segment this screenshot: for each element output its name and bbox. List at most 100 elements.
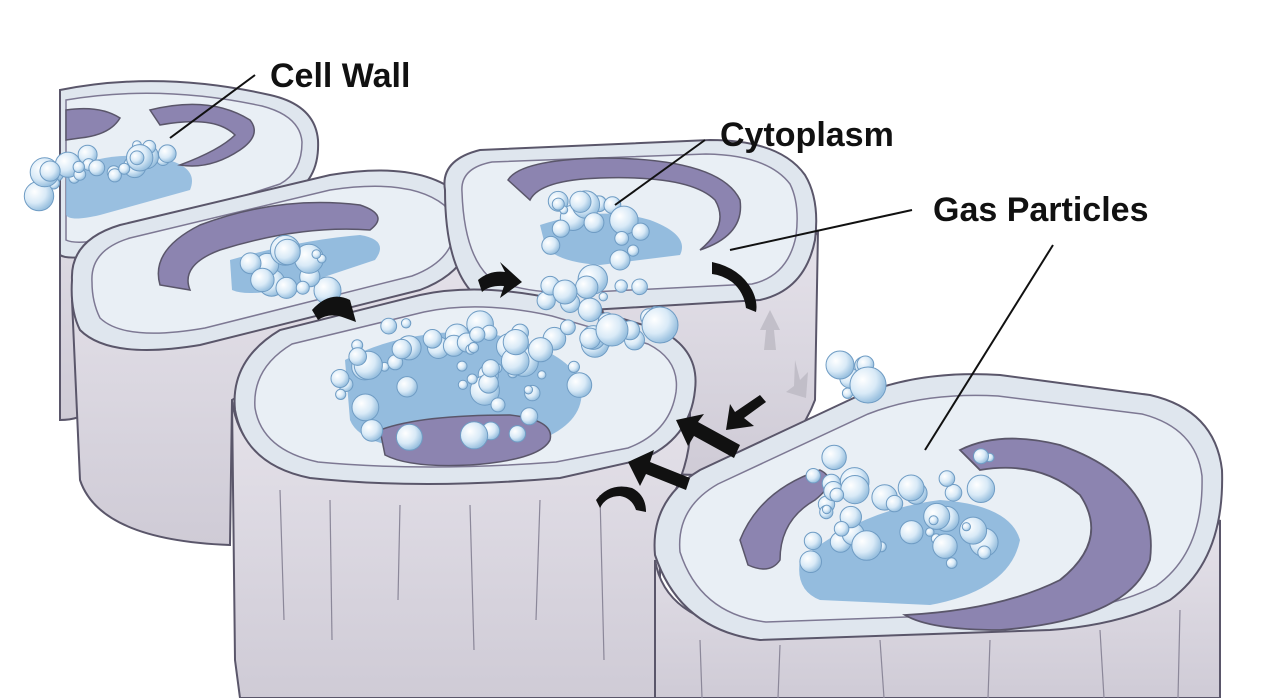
gas-bubble xyxy=(335,388,347,400)
arrows xyxy=(312,262,766,512)
gas-bubble xyxy=(460,421,489,450)
cell-1-organelle xyxy=(148,103,255,167)
gas-bubble xyxy=(977,545,992,560)
gas-bubble xyxy=(945,557,958,569)
gas-bubble xyxy=(805,468,821,484)
gas-bubble xyxy=(39,160,61,182)
gas-bubble xyxy=(466,373,478,385)
gas-bubble xyxy=(88,159,106,177)
gas-bubble xyxy=(614,231,630,246)
straight-arrow-icon xyxy=(676,414,740,458)
gas-bubble xyxy=(250,267,275,293)
curved-arrow-icon xyxy=(596,486,646,512)
gas-bubble xyxy=(614,279,628,293)
gas-bubble xyxy=(829,487,845,503)
gas-bubble xyxy=(932,533,958,559)
gas-bubble xyxy=(295,280,310,295)
gas-bubble xyxy=(360,419,384,442)
cell-3-organelle xyxy=(507,157,742,251)
gas-bubbles xyxy=(23,139,999,574)
gas-bubble xyxy=(467,342,480,354)
gas-bubble xyxy=(541,235,561,255)
gas-bubble xyxy=(380,317,398,335)
gas-bubble xyxy=(395,423,423,451)
gas-bubble xyxy=(551,197,565,211)
gas-bubble xyxy=(631,222,650,241)
gas-bubble xyxy=(598,292,608,302)
gas-bubble xyxy=(944,484,963,502)
gas-bubble xyxy=(569,190,592,213)
gas-bubble xyxy=(799,550,823,574)
gas-bubble xyxy=(849,366,887,404)
cell-5-wall-texture xyxy=(699,609,1181,698)
gas-bubble xyxy=(275,276,298,299)
cell-1-organelle-2 xyxy=(65,107,122,141)
gas-bubble xyxy=(129,150,145,166)
gas-bubble xyxy=(330,369,350,388)
cytoplasm-label: Cytoplasm xyxy=(720,116,894,154)
gas-bubble xyxy=(897,474,925,502)
gas-bubble xyxy=(885,494,904,513)
curved-arrow-icon xyxy=(478,262,522,298)
gas-bubble xyxy=(348,347,368,366)
cell-wall-label: Cell Wall xyxy=(270,57,410,95)
cytoplasm-leader xyxy=(614,139,706,206)
gas-bubble xyxy=(577,297,603,322)
gas-bubble xyxy=(566,372,593,398)
gas-bubble xyxy=(422,329,443,349)
gas-bubble xyxy=(457,379,468,390)
curved-arrow-icon xyxy=(712,262,757,312)
gas-bubble xyxy=(821,444,847,471)
gas-bubble xyxy=(508,425,527,443)
gas-bubble xyxy=(821,504,832,515)
cell-wall-leader xyxy=(169,74,256,139)
gas-particles-leader-2 xyxy=(924,244,1054,451)
gas-bubble xyxy=(239,252,262,275)
gas-bubble xyxy=(490,397,506,413)
gas-bubble xyxy=(631,278,648,296)
gas-bubble xyxy=(840,475,870,505)
cell-5-organelle-large xyxy=(902,437,1152,631)
gas-bubble xyxy=(825,350,855,380)
cell-2-organelle xyxy=(157,201,379,291)
gas-bubble xyxy=(311,249,322,260)
gas-bubble xyxy=(469,326,486,343)
cell-4-wall-texture xyxy=(279,489,605,661)
gas-bubble xyxy=(928,515,939,526)
gas-bubble xyxy=(551,219,571,238)
gas-bubble xyxy=(118,162,131,175)
gas-bubble xyxy=(583,212,605,234)
gas-bubble xyxy=(641,306,679,344)
gas-bubble xyxy=(575,275,599,299)
curved-arrow-icon xyxy=(312,296,356,322)
gas-bubble xyxy=(973,448,989,465)
gas-bubble xyxy=(481,359,500,378)
gas-bubble xyxy=(552,279,578,305)
gas-bubble xyxy=(595,313,629,347)
gas-bubble xyxy=(560,319,576,336)
straight-arrow-icon xyxy=(628,450,690,490)
gas-bubble xyxy=(899,520,924,545)
gas-bubble xyxy=(537,370,547,380)
gas-bubble xyxy=(72,160,86,174)
gas-bubble xyxy=(627,244,640,257)
straight-arrow-icon xyxy=(726,395,766,430)
gas-bubble xyxy=(391,338,412,360)
cell-5-organelle-small xyxy=(739,469,830,570)
gas-bubble xyxy=(851,530,882,561)
gas-bubble xyxy=(609,249,631,271)
gas-bubble xyxy=(803,531,823,551)
gas-bubble xyxy=(400,318,412,329)
gas-bubble xyxy=(523,385,534,395)
gas-bubble xyxy=(528,337,554,363)
gas-bubble xyxy=(938,470,956,487)
gas-particles-label: Gas Particles xyxy=(933,191,1148,229)
gas-particles-leader-1 xyxy=(729,209,913,251)
gas-bubble xyxy=(502,329,529,356)
faint-arrows xyxy=(760,310,808,398)
gas-bubble xyxy=(520,407,539,426)
gas-bubble xyxy=(274,238,301,266)
gas-bubble xyxy=(567,360,581,373)
gas-bubble xyxy=(351,393,380,422)
